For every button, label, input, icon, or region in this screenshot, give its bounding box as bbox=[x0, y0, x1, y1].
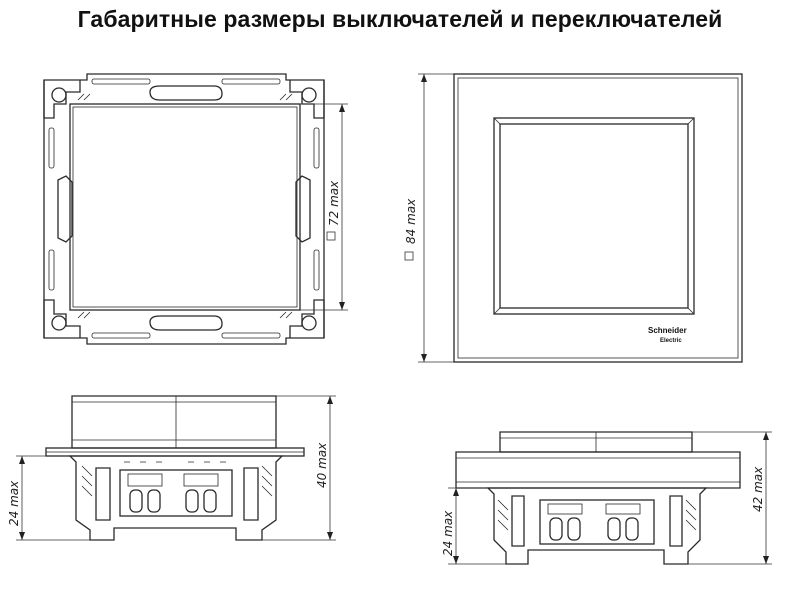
frame-side-view: 42 max 24 max bbox=[441, 431, 772, 565]
dim-frame-square: 84 max bbox=[404, 198, 418, 244]
dim-mechanism-depth: 24 max bbox=[7, 480, 21, 526]
dim-mechanism-square: 72 max bbox=[327, 180, 341, 226]
schneider-logo: Schneider Electric bbox=[648, 326, 687, 344]
dim-mechanism-height: 40 max bbox=[315, 442, 329, 488]
dim-frame-height: 42 max bbox=[751, 466, 765, 512]
dim-frame-depth: 24 max bbox=[441, 510, 455, 556]
page-title: Габаритные размеры выключателей и перекл… bbox=[77, 6, 723, 32]
frame-front-view: Schneider Electric 84 max bbox=[404, 73, 743, 363]
mechanism-front-view: 72 max bbox=[43, 73, 348, 345]
brand-sub: Electric bbox=[660, 338, 682, 344]
mechanism-side-view: 40 max 24 max bbox=[7, 395, 336, 541]
brand-name: Schneider bbox=[648, 326, 687, 335]
